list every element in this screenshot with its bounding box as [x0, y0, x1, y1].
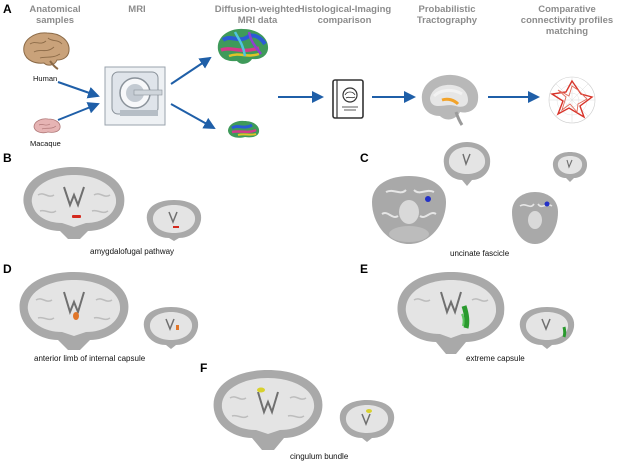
panel-b-letter: B — [3, 151, 12, 165]
macaque-coronal-slice-e — [519, 307, 575, 349]
macaque-coronal-slice-c — [552, 152, 588, 182]
header-connectivity-matching: Comparative connectivity profiles matchi… — [520, 4, 614, 37]
human-brain-image — [23, 32, 70, 70]
header-mri: MRI — [128, 4, 146, 15]
macaque-coronal-slice-d — [143, 307, 199, 349]
caption-anterior-limb-internal-capsule: anterior limb of internal capsule — [34, 354, 146, 363]
human-diffusion-brain-image — [217, 28, 269, 64]
human-coronal-slice-c — [443, 142, 491, 186]
macaque-coronal-slice-f — [339, 400, 395, 442]
human-coronal-slice-f — [213, 370, 323, 450]
mri-scanner-image — [104, 66, 166, 126]
macaque-diffusion-brain-image — [228, 120, 260, 138]
panel-a-letter: A — [3, 2, 12, 16]
header-diffusion-mri: Diffusion-weighted MRI data — [214, 4, 301, 26]
header-probabilistic-tractography: Probabilistic Tractography — [416, 4, 478, 26]
macaque-coronal-slice-b — [146, 200, 202, 241]
caption-cingulum-bundle: cingulum bundle — [290, 452, 349, 461]
header-histological-comparison: Histological-Imaging comparison — [297, 4, 392, 26]
histology-book-icon — [332, 79, 364, 119]
panel-c-letter: C — [360, 151, 369, 165]
tractography-brain-image — [421, 74, 479, 126]
caption-extreme-capsule: extreme capsule — [466, 354, 525, 363]
caption-amygdalofugal-pathway: amygdalofugal pathway — [90, 247, 175, 256]
header-anatomical-samples: Anatomical samples — [29, 4, 81, 26]
human-coronal-slice-b — [23, 167, 125, 239]
human-label: Human — [33, 74, 58, 83]
human-coronal-slice-d — [19, 272, 129, 350]
panel-f-letter: F — [200, 361, 208, 375]
macaque-label: Macaque — [30, 139, 61, 148]
connectivity-radar-chart — [548, 76, 596, 124]
human-coronal-slice-e — [397, 272, 505, 354]
panel-d-letter: D — [3, 262, 12, 276]
macaque-brain-image — [33, 118, 61, 134]
macaque-axial-slice-c — [512, 192, 558, 244]
panel-e-letter: E — [360, 262, 369, 276]
human-axial-slice-c — [372, 176, 446, 244]
caption-uncinate-fascicle: uncinate fascicle — [450, 249, 510, 258]
